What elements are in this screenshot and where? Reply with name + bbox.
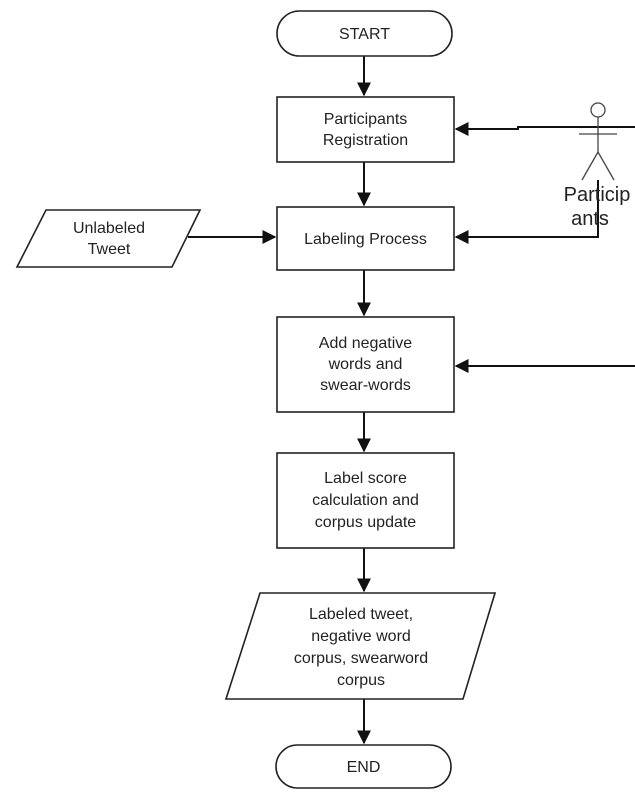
score-label-line-2: calculation and	[312, 492, 419, 509]
participants-actor: Particip ants	[564, 102, 631, 230]
input-label-line-2: Tweet	[88, 241, 131, 258]
output-label-line-4: corpus	[337, 672, 385, 689]
output-data: Labeled tweet, negative word corpus, swe…	[224, 592, 497, 700]
edge-actor-to-registration	[454, 122, 635, 136]
score-label-line-3: corpus update	[315, 514, 417, 531]
end-terminator: END	[275, 744, 452, 789]
output-label-line-2: negative word	[311, 628, 411, 645]
labeling-process: Labeling Process	[276, 206, 455, 271]
start-terminator: START	[276, 10, 453, 57]
labeling-label: Labeling Process	[304, 231, 427, 248]
output-label-line-1: Labeled tweet,	[309, 606, 413, 623]
registration-label-line-1: Participants	[324, 111, 408, 128]
actor-label-line-1: Particip	[564, 184, 631, 206]
input-data: Unlabeled Tweet	[15, 209, 202, 268]
actor-label-line-2: ants	[571, 208, 609, 230]
registration-label-line-2: Registration	[323, 132, 408, 149]
end-label: END	[347, 759, 381, 776]
add-words-label-line-1: Add negative	[319, 335, 413, 352]
add-words-label-line-2: words and	[328, 356, 403, 373]
registration-process: Participants Registration	[276, 96, 455, 163]
actor-icon	[579, 102, 617, 181]
start-label: START	[339, 26, 390, 43]
edge-actor-to-labeling	[454, 180, 599, 244]
score-label-line-1: Label score	[324, 470, 407, 487]
score-process: Label score calculation and corpus updat…	[276, 452, 455, 549]
output-label-line-3: corpus, swearword	[294, 650, 428, 667]
input-label-line-1: Unlabeled	[73, 220, 145, 237]
add-words-process: Add negative words and swear-words	[276, 316, 455, 413]
add-words-label-line-3: swear-words	[320, 377, 411, 394]
